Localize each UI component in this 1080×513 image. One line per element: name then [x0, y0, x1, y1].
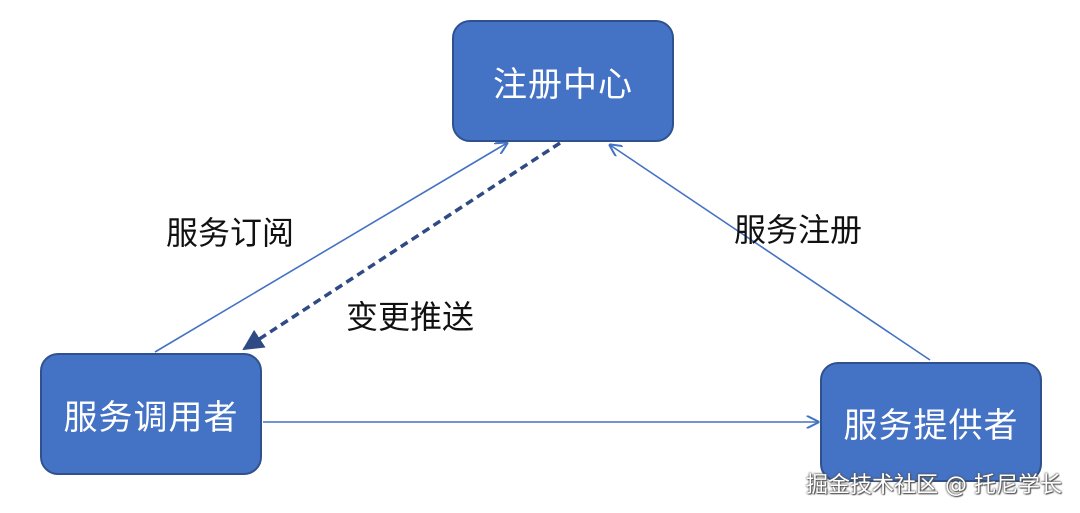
edge-register-arrow: [610, 145, 931, 361]
edge-label-subscribe: 服务订阅: [166, 214, 295, 252]
node-service-consumer: 服务调用者: [40, 353, 262, 475]
watermark: 掘金技术社区 @ 托尼学长: [806, 473, 1062, 498]
edge-subscribe-arrow: [154, 143, 507, 353]
edge-label-register: 服务注册: [734, 211, 863, 249]
edge-label-push: 变更推送: [346, 298, 475, 336]
node-service-provider: 服务提供者: [820, 362, 1042, 482]
edge-push-arrow: [242, 141, 561, 351]
node-registry: 注册中心: [452, 20, 674, 142]
